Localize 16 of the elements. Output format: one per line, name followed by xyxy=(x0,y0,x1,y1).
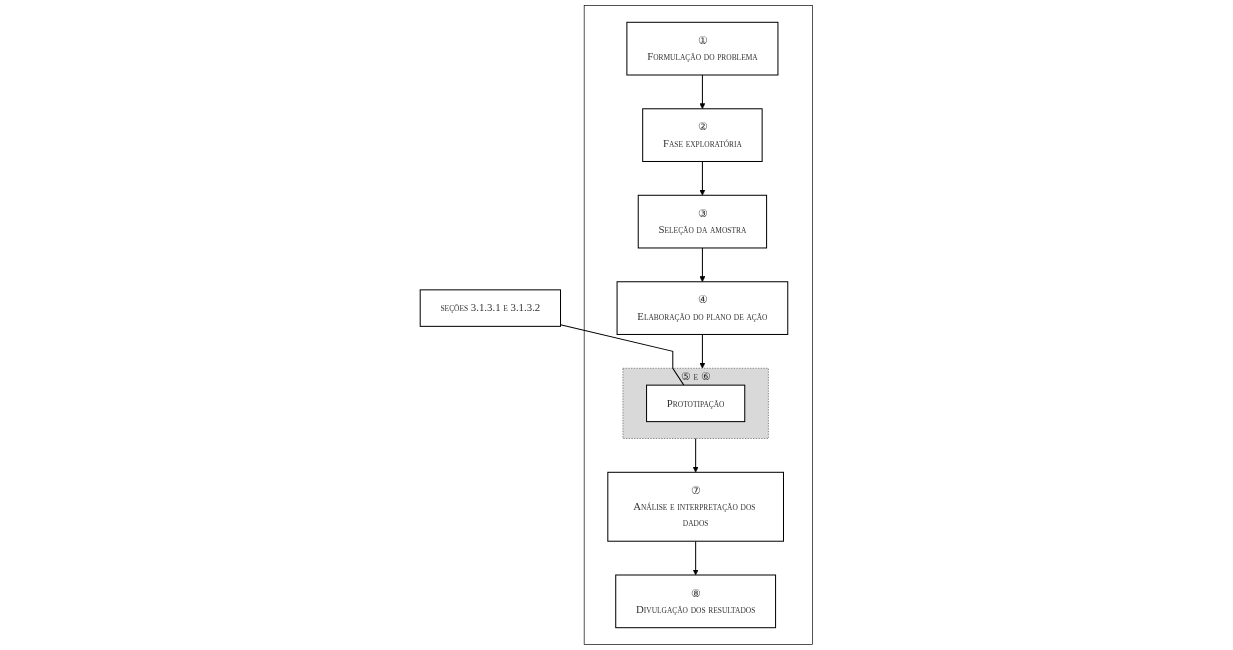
arrow xyxy=(699,333,706,369)
node-box: ⑦ Análise e interpretação dos dados xyxy=(607,471,785,542)
arrow xyxy=(692,540,699,576)
node-box: seções 3.1.3.1 e 3.1.3.2 xyxy=(419,289,562,327)
node-box: Prototipação xyxy=(646,384,746,423)
arrow xyxy=(699,247,706,283)
node-box: ⑧ Divulgação dos resultados xyxy=(615,574,777,629)
cluster xyxy=(583,5,814,645)
node-box: ④ Elaboração do plano de ação xyxy=(616,281,789,335)
arrow xyxy=(699,74,706,110)
connector xyxy=(560,324,685,386)
node-box: ① Formulação do problema xyxy=(626,21,779,76)
arrow xyxy=(699,161,706,196)
node-box: ② Fase exploratória xyxy=(642,108,763,162)
node-box: ③ Seleção da amostra xyxy=(637,194,768,249)
arrow xyxy=(692,438,699,473)
